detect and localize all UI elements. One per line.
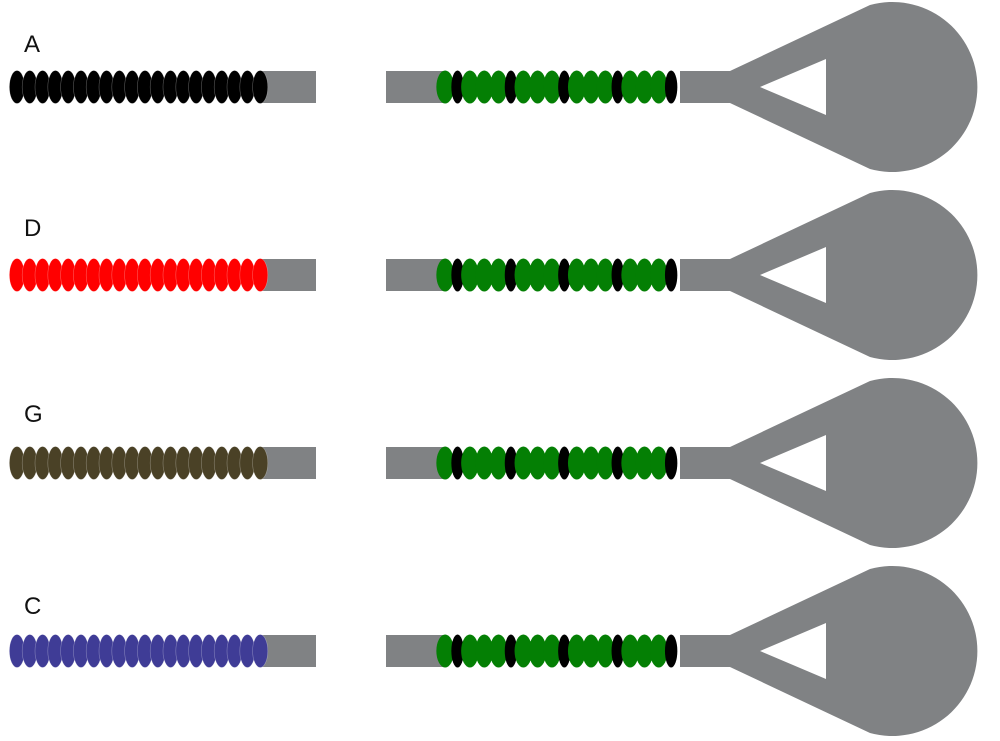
teardrop-loop: [680, 2, 978, 172]
row-label: A: [24, 31, 40, 58]
green-bead: [621, 70, 639, 104]
green-bead: [475, 446, 494, 480]
green-bead: [596, 446, 615, 480]
green-bead: [596, 634, 615, 668]
green-bead: [649, 70, 668, 104]
divider-bead: [611, 634, 624, 668]
green-bead: [461, 634, 479, 668]
right-stem: [386, 71, 446, 103]
green-bead: [528, 70, 547, 104]
green-bead: [475, 258, 494, 292]
right-stem: [386, 635, 446, 667]
probe-row: C: [9, 566, 978, 736]
left-bead: [252, 70, 269, 104]
green-bead: [543, 446, 561, 480]
divider-bead: [558, 70, 571, 104]
row-label: D: [24, 215, 41, 242]
divider-bead: [451, 70, 464, 104]
green-bead: [543, 70, 561, 104]
green-bead: [543, 258, 561, 292]
green-bead: [596, 258, 615, 292]
divider-bead: [611, 258, 624, 292]
green-bead: [635, 258, 654, 292]
green-bead: [621, 446, 639, 480]
green-bead: [475, 70, 494, 104]
divider-bead: [664, 258, 678, 292]
green-bead: [461, 70, 479, 104]
teardrop-loop: [680, 566, 978, 736]
green-bead: [567, 634, 586, 668]
green-bead: [489, 634, 508, 668]
divider-bead: [451, 634, 464, 668]
green-bead: [621, 634, 639, 668]
green-bead: [514, 446, 533, 480]
divider-bead: [664, 70, 678, 104]
divider-bead: [611, 70, 624, 104]
green-bead: [514, 70, 533, 104]
green-bead: [596, 70, 615, 104]
green-bead: [567, 446, 586, 480]
green-bead: [649, 634, 668, 668]
green-bead: [461, 446, 479, 480]
green-bead: [461, 258, 479, 292]
green-bead: [635, 634, 654, 668]
divider-bead: [451, 258, 464, 292]
green-bead: [582, 446, 600, 480]
probe-row: A: [9, 2, 978, 172]
green-bead: [489, 258, 508, 292]
divider-bead: [504, 70, 518, 104]
left-bead: [252, 634, 269, 668]
divider-bead: [504, 446, 518, 480]
right-stem: [386, 259, 446, 291]
divider-bead: [611, 446, 624, 480]
probe-row: G: [9, 378, 978, 548]
green-bead: [649, 446, 668, 480]
green-bead: [582, 70, 600, 104]
right-stem: [386, 447, 446, 479]
divider-bead: [558, 446, 571, 480]
row-label: G: [24, 401, 43, 428]
green-bead: [489, 70, 508, 104]
green-bead: [514, 258, 533, 292]
green-bead: [436, 634, 454, 668]
green-bead: [514, 634, 533, 668]
green-bead: [635, 70, 654, 104]
green-bead: [567, 258, 586, 292]
green-bead: [528, 634, 547, 668]
left-bead: [252, 258, 269, 292]
green-bead: [567, 70, 586, 104]
green-bead: [621, 258, 639, 292]
row-label: C: [24, 593, 41, 620]
divider-bead: [664, 634, 678, 668]
green-bead: [582, 634, 600, 668]
green-bead: [528, 258, 547, 292]
green-bead: [543, 634, 561, 668]
green-bead: [528, 446, 547, 480]
probe-row: D: [9, 190, 978, 360]
divider-bead: [504, 258, 518, 292]
green-bead: [635, 446, 654, 480]
green-bead: [489, 446, 508, 480]
green-bead: [436, 446, 454, 480]
teardrop-loop: [680, 378, 978, 548]
divider-bead: [558, 258, 571, 292]
green-bead: [582, 258, 600, 292]
green-bead: [649, 258, 668, 292]
green-bead: [475, 634, 494, 668]
divider-bead: [664, 446, 678, 480]
left-bead: [252, 446, 269, 480]
green-bead: [436, 70, 454, 104]
teardrop-loop: [680, 190, 978, 360]
green-bead: [436, 258, 454, 292]
divider-bead: [504, 634, 518, 668]
divider-bead: [451, 446, 464, 480]
divider-bead: [558, 634, 571, 668]
